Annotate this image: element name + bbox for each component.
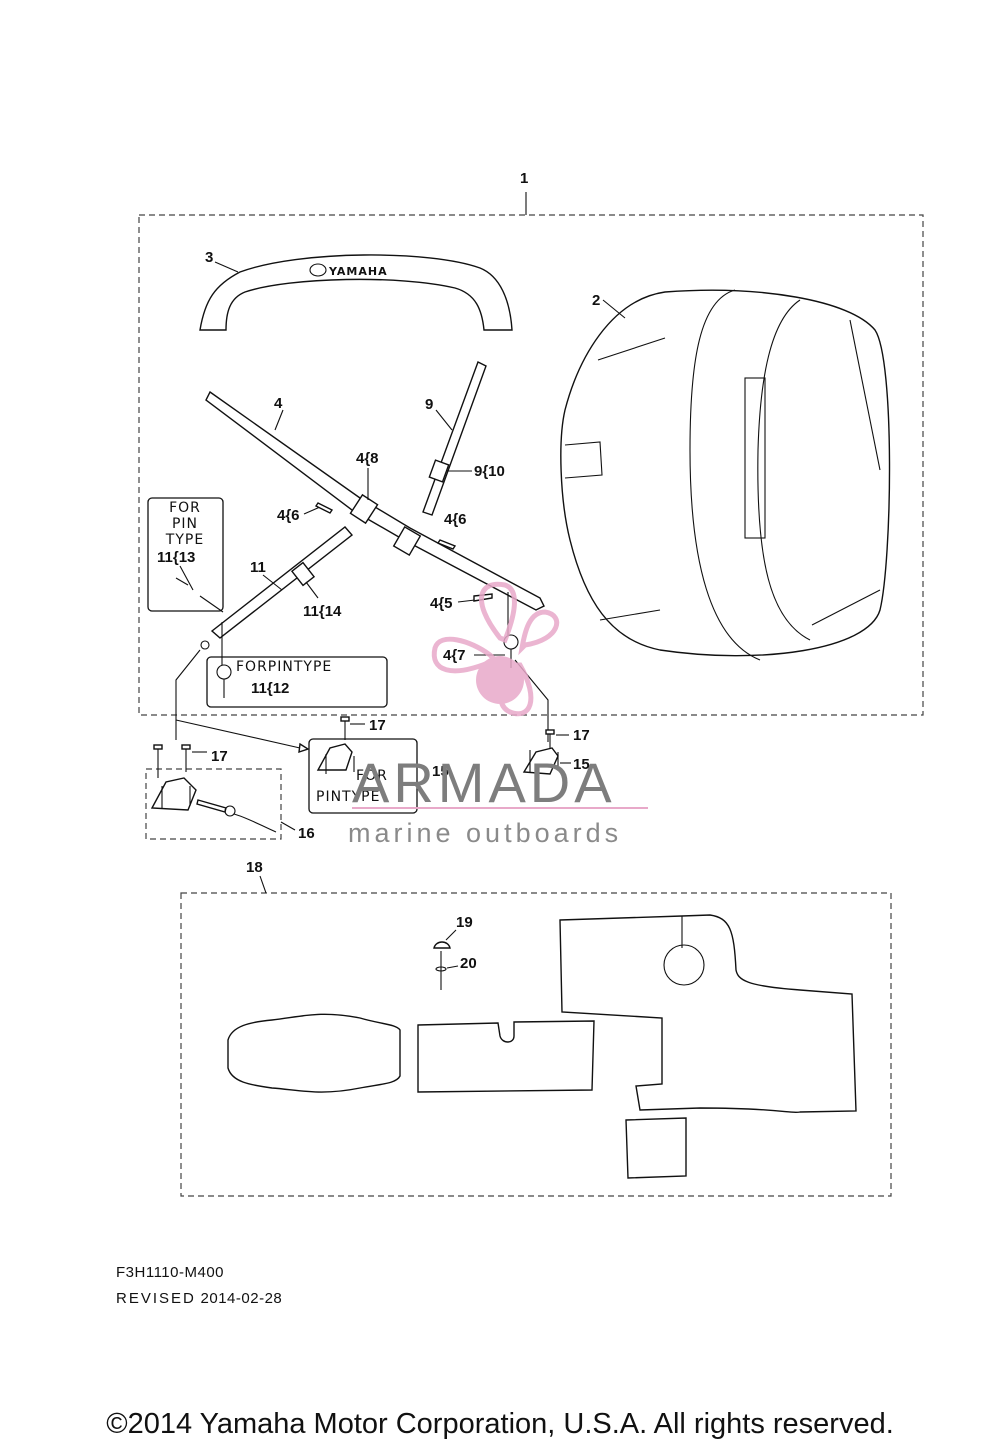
svg-text:TYPE: TYPE [165,532,204,548]
revision-line: REVISED 2014-02-28 [116,1290,282,1307]
svg-text:11{13: 11{13 [157,549,195,566]
svg-text:YAMAHA: YAMAHA [328,265,388,278]
copyright-notice: ©2014 Yamaha Motor Corporation, U.S.A. A… [106,1408,894,1440]
callout-17-left: 17 [211,748,228,765]
svg-text:PINTYPE: PINTYPE [316,789,380,805]
pin-type-box-a: FOR PIN TYPE 11{13 [147,497,224,613]
callout-15-left: 15 [432,763,449,780]
callout-1: 1 [520,170,528,187]
revised-date: 2014-02-28 [200,1290,283,1307]
svg-text:FORPINTYPE: FORPINTYPE [236,659,332,675]
svg-text:ARMADA: ARMADA [352,751,616,814]
propeller-logo-icon [431,581,560,717]
svg-text:marine outboards: marine outboards [348,818,622,848]
callout-17-right: 17 [573,727,590,744]
group-18-frame [180,892,892,1197]
callout-18: 18 [246,859,263,876]
callout-4-6-left: 4{6 [277,507,300,524]
callout-15-right: 15 [573,756,590,773]
callout-20: 20 [460,955,477,972]
svg-text:PIN: PIN [172,516,198,532]
callout-4: 4 [274,395,283,412]
callout-19: 19 [456,914,473,931]
armada-watermark: ARMADA marine outboards [348,581,648,848]
svg-text:11{12: 11{12 [251,680,289,697]
part-16-tie-down [150,777,277,833]
callout-4-6-right: 4{6 [444,511,467,528]
part-2-cover [560,289,891,661]
group-1-frame [138,214,924,716]
part-18-mat-set [227,914,857,1179]
callout-4-7: 4{7 [443,647,466,664]
svg-text:FOR: FOR [169,500,201,516]
callout-17-middle: 17 [369,717,386,734]
revised-label: REVISED [116,1290,196,1307]
callout-4-8: 4{8 [356,450,379,467]
diagram-code: F3H1110-M400 [116,1264,224,1281]
svg-text:FOR: FOR [356,768,388,784]
pin-type-box-c: FOR PINTYPE [308,738,418,814]
pin-type-box-b: FORPINTYPE 11{12 [206,656,388,708]
part-9-strut [422,361,487,516]
callout-9-10: 9{10 [474,463,505,480]
callout-4-5: 4{5 [430,595,453,612]
callout-9: 9 [425,396,433,413]
callout-11: 11 [250,559,266,576]
callout-2: 2 [592,292,600,309]
part-19-20-fastener [433,941,451,990]
part-15-bracket-right [522,747,559,775]
callout-16: 16 [298,825,315,842]
part-3-bow-pad: YAMAHA [199,254,513,331]
callout-11-14: 11{14 [303,603,342,620]
group-16-frame [145,768,282,840]
callout-3: 3 [205,249,213,266]
